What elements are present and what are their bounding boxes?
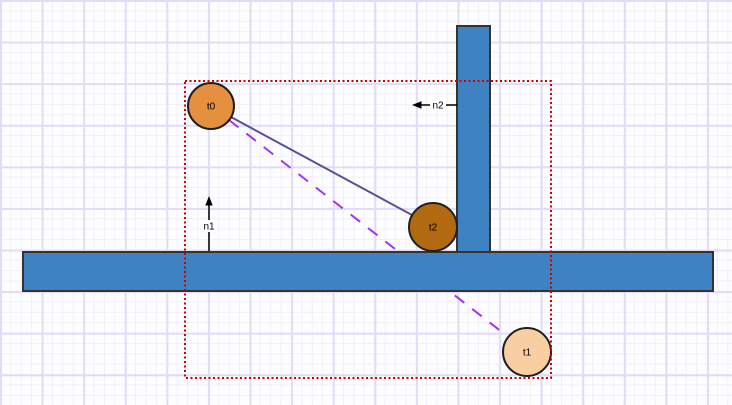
node-t0: [187, 82, 235, 130]
node-t1: [502, 327, 552, 377]
n1-label-background: [201, 220, 217, 232]
node-t0-label: t0: [207, 102, 216, 113]
n2-label-background: [430, 99, 446, 111]
boundary-rect: [184, 80, 552, 379]
n1-arrowhead-icon: [205, 196, 213, 206]
node-t2: [408, 202, 458, 252]
horizontal-bar: [22, 251, 714, 292]
node-t2-label: t2: [429, 223, 438, 234]
edge-t0-t2-solid: [230, 116, 413, 216]
n2-label: n2: [432, 101, 444, 112]
node-t1-label: t1: [523, 348, 532, 359]
edge-t0-t1-dashed: [228, 119, 508, 337]
vertical-bar: [456, 25, 491, 254]
n1-label: n1: [203, 222, 215, 233]
n2-arrowhead-icon: [412, 101, 422, 109]
